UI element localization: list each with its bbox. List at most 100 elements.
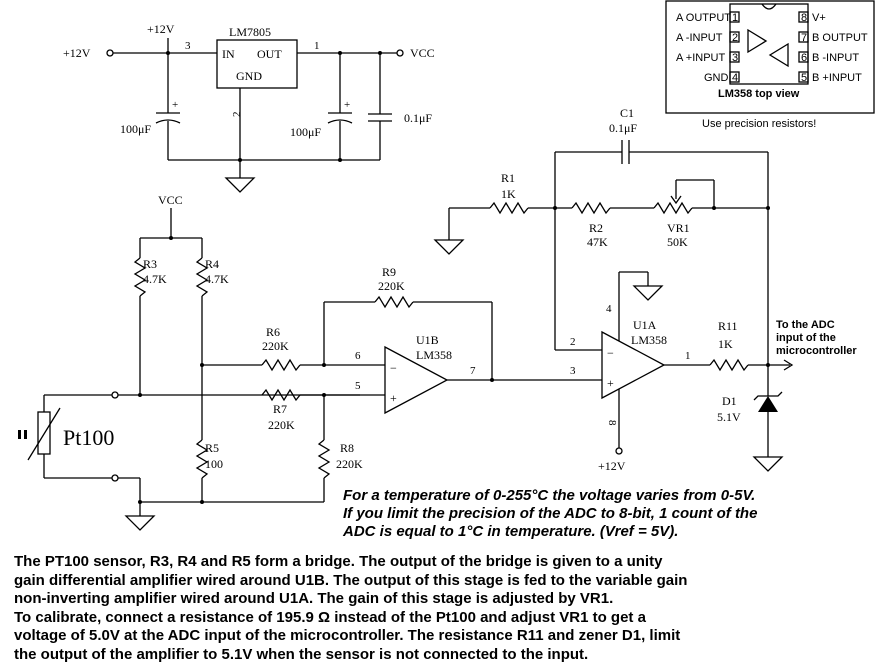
diff-amp-section: R6 220K 6 R7 220K 5 R8 220K R9 220K − + … <box>200 265 602 502</box>
svg-text:U1B: U1B <box>416 333 439 347</box>
input-cap-value: 100μF <box>120 122 151 136</box>
svg-text:For a temperature of 0-255°C t: For a temperature of 0-255°C the voltage… <box>343 487 755 504</box>
calibration-note: For a temperature of 0-255°C the voltage… <box>342 487 757 540</box>
bypass-cap-value: 0.1μF <box>404 111 432 125</box>
svg-text:220K: 220K <box>268 418 295 432</box>
description-line: To calibrate, connect a resistance of 19… <box>14 608 646 626</box>
svg-text:B OUTPUT: B OUTPUT <box>812 32 868 44</box>
svg-text:R2: R2 <box>589 221 603 235</box>
lm358-pinout: 1 2 3 4 A OUTPUT A -INPUT A +INPUT GND 8… <box>665 0 875 130</box>
svg-text:1: 1 <box>314 40 320 52</box>
svg-text:C1: C1 <box>620 106 634 120</box>
svg-text:2: 2 <box>231 112 243 118</box>
resistor-r9 <box>374 295 414 309</box>
output-cap-value: 100μF <box>290 125 321 139</box>
lm358-left-pins: 1 2 3 4 A OUTPUT A -INPUT A +INPUT GND <box>676 11 740 84</box>
svg-text:R6: R6 <box>266 325 280 339</box>
output-section: R11 1K To the ADC input of the microcont… <box>709 319 857 472</box>
svg-text:+: + <box>344 99 350 111</box>
description-line: The PT100 sensor, R3, R4 and R5 form a b… <box>14 553 663 570</box>
gain-amp-section: 3 R1 1K R2 47K VR1 50K C1 0.1μF <box>433 106 770 473</box>
svg-text:5: 5 <box>801 72 807 84</box>
vcc-label: VCC <box>410 46 435 60</box>
svg-text:U1A: U1A <box>633 318 657 332</box>
svg-text:100: 100 <box>205 457 223 471</box>
svg-text:4: 4 <box>606 303 612 315</box>
svg-text:1K: 1K <box>501 187 516 201</box>
power-supply-section: +12V +12V 3 LM7805 IN OUT GND 1 VCC 2 + … <box>63 22 435 193</box>
resistor-r2 <box>571 201 611 215</box>
vcc-terminal <box>396 49 404 57</box>
description-line: voltage of 5.0V at the ADC input of the … <box>14 627 681 644</box>
svg-text:3: 3 <box>570 365 576 377</box>
regulator-name: LM7805 <box>229 25 271 39</box>
svg-text:6: 6 <box>355 350 361 362</box>
svg-text:220K: 220K <box>262 339 289 353</box>
svg-text:R9: R9 <box>382 265 396 279</box>
svg-text:4.7K: 4.7K <box>143 272 167 286</box>
description-line: the output of the amplifier to 5.1V when… <box>14 645 589 663</box>
resistor-r3 <box>133 257 147 297</box>
svg-text:+: + <box>172 99 178 111</box>
circuit-schematic: +12V +12V 3 LM7805 IN OUT GND 1 VCC 2 + … <box>18 0 875 540</box>
svg-text:B -INPUT: B -INPUT <box>812 52 859 64</box>
regulator-input-voltage-label: +12V <box>147 22 175 36</box>
description-line: gain differential amplifier wired around… <box>14 571 688 589</box>
svg-text:2: 2 <box>732 32 738 44</box>
resistor-r8 <box>317 439 331 479</box>
sensor-label: Pt100 <box>63 425 114 450</box>
resistor-r7 <box>261 388 301 402</box>
regulator-lm7805 <box>216 39 298 89</box>
svg-text:D1: D1 <box>722 394 737 408</box>
resistor-r1 <box>489 201 529 215</box>
svg-text:220K: 220K <box>336 457 363 471</box>
u1a-ground-symbol <box>632 285 664 301</box>
svg-text:R7: R7 <box>273 402 287 416</box>
svg-text:0.1μF: 0.1μF <box>609 121 637 135</box>
svg-text:LM358 top view: LM358 top view <box>718 88 800 100</box>
ground-symbol <box>224 177 256 193</box>
adc-label-line3: microcontroller <box>776 345 857 357</box>
svg-text:If you limit the precision of: If you limit the precision of the ADC to… <box>343 505 757 522</box>
zener-d1 <box>758 396 778 412</box>
svg-text:8: 8 <box>606 420 618 426</box>
svg-text:ADC is equal to 1°C in tempera: ADC is equal to 1°C in temperature. (Vre… <box>342 523 678 540</box>
svg-text:2: 2 <box>570 336 576 348</box>
sensor-terminal-bottom <box>111 474 119 482</box>
svg-text:R5: R5 <box>205 441 219 455</box>
sensor-terminal-top <box>111 391 119 399</box>
svg-text:3: 3 <box>732 52 738 64</box>
svg-text:−: − <box>390 361 397 375</box>
svg-text:7: 7 <box>470 365 476 377</box>
svg-text:+: + <box>390 391 397 405</box>
svg-text:OUT: OUT <box>257 47 282 61</box>
svg-text:6: 6 <box>801 52 807 64</box>
bridge-ground-symbol <box>124 515 156 531</box>
svg-text:4: 4 <box>732 72 738 84</box>
svg-text:220K: 220K <box>378 279 405 293</box>
resistor-r11 <box>709 358 749 372</box>
potentiometer-vr1 <box>653 201 693 215</box>
svg-text:1K: 1K <box>718 337 733 351</box>
svg-text:47K: 47K <box>587 235 608 249</box>
svg-text:3: 3 <box>185 40 191 52</box>
adc-label-line1: To the ADC <box>776 319 835 331</box>
svg-text:R8: R8 <box>340 441 354 455</box>
svg-text:LM358: LM358 <box>416 348 452 362</box>
svg-text:B +INPUT: B +INPUT <box>812 72 862 84</box>
svg-text:VR1: VR1 <box>667 221 690 235</box>
svg-text:IN: IN <box>222 47 235 61</box>
svg-text:5.1V: 5.1V <box>717 410 741 424</box>
adc-label-line2: input of the <box>776 332 836 344</box>
opamp-u1a <box>601 330 666 400</box>
svg-text:1: 1 <box>685 350 691 362</box>
resistor-r4 <box>195 257 209 297</box>
u1a-supply-label: +12V <box>598 459 626 473</box>
svg-text:A OUTPUT: A OUTPUT <box>676 12 731 24</box>
output-ground-symbol <box>752 456 784 472</box>
svg-text:+: + <box>607 376 614 390</box>
svg-text:5: 5 <box>355 380 361 392</box>
svg-text:7: 7 <box>801 32 807 44</box>
description-line: non-inverting amplifier wired around U1A… <box>14 590 614 607</box>
description-paragraph: The PT100 sensor, R3, R4 and R5 form a b… <box>14 553 874 664</box>
